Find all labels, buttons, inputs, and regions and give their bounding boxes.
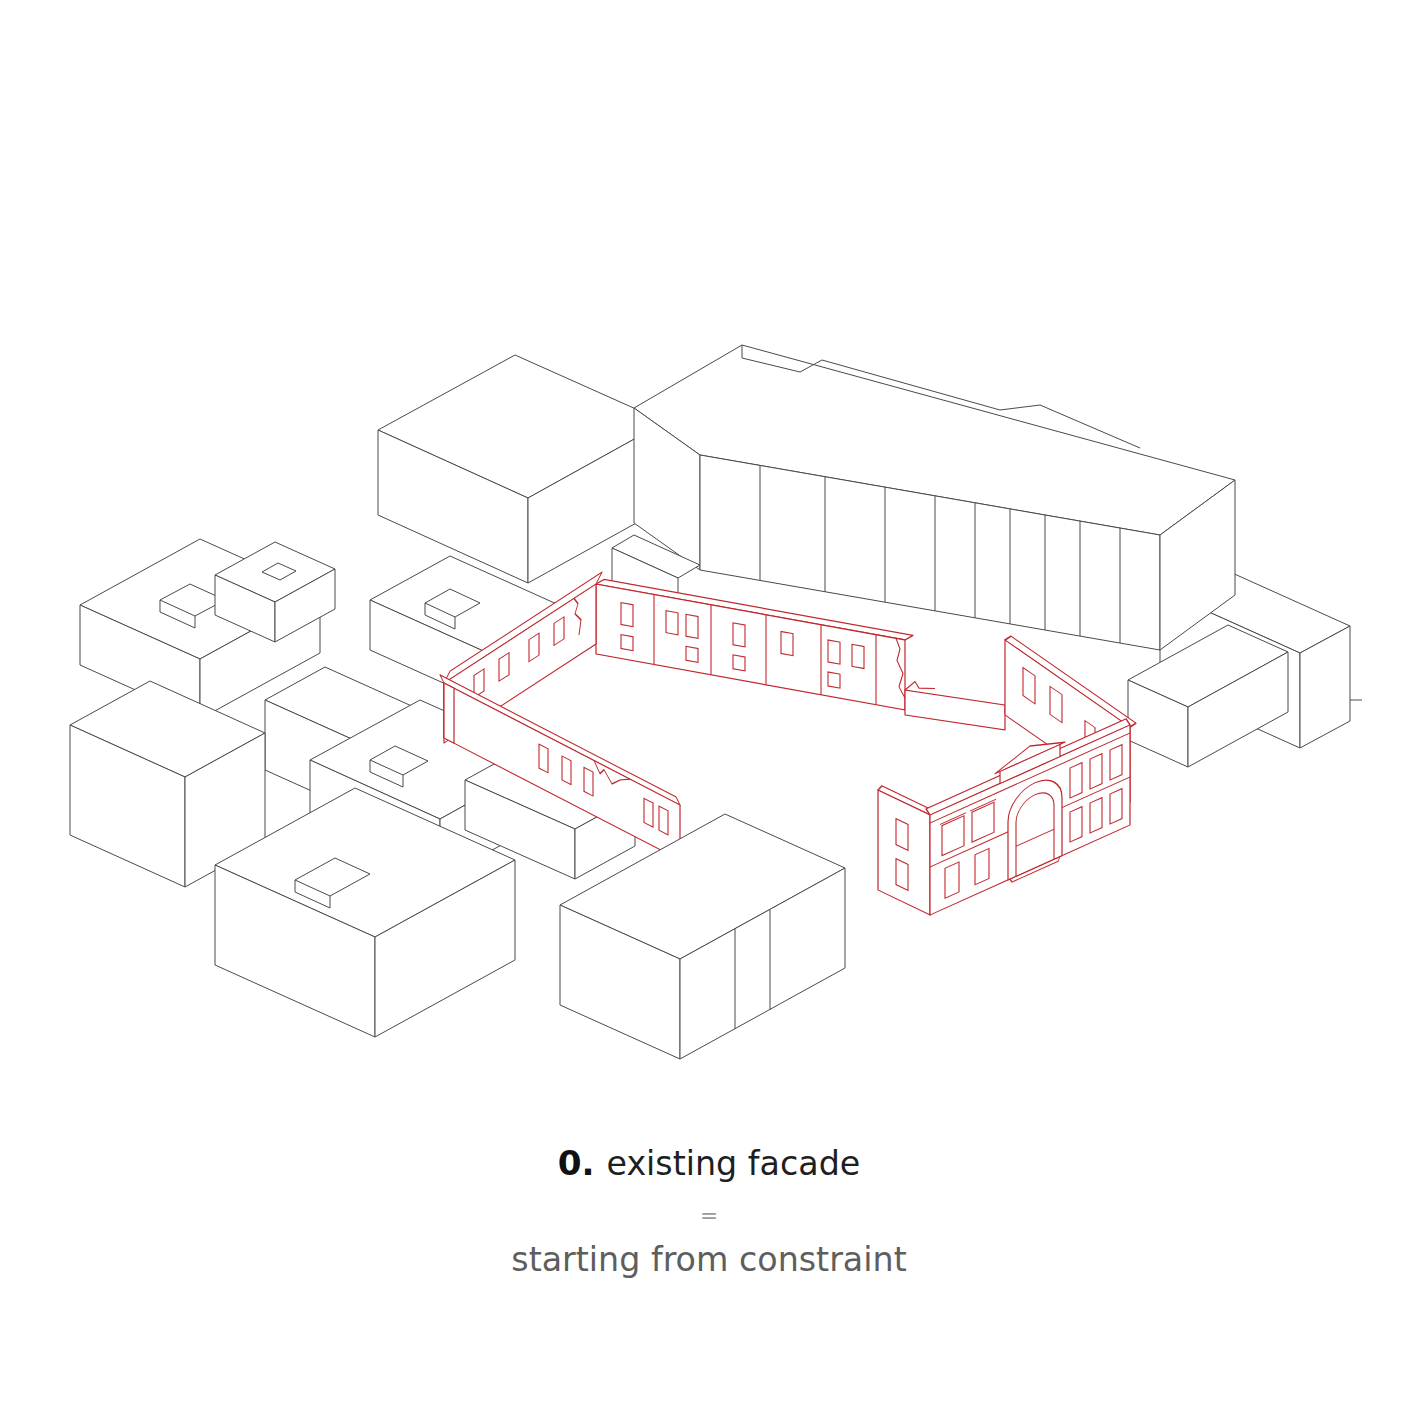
context-buildings [275, 569, 335, 642]
context-buildings-front [295, 880, 330, 908]
existing-facade [875, 635, 876, 705]
existing-facade [945, 862, 959, 898]
context-buildings [1080, 521, 1081, 636]
existing-facade [781, 631, 793, 655]
existing-facade [1010, 857, 1060, 884]
existing-facade [596, 584, 905, 710]
existing-facade [539, 744, 548, 773]
existing-facade [444, 683, 454, 743]
context-buildings [935, 496, 936, 611]
context-buildings-front [680, 868, 845, 1059]
context-buildings [975, 503, 976, 618]
context-buildings-front [375, 860, 515, 1037]
context-buildings [370, 760, 403, 787]
context-buildings [160, 600, 195, 628]
context-buildings [1188, 652, 1288, 767]
existing-facade [1070, 763, 1082, 798]
equals-sign: = [700, 1203, 718, 1229]
existing-facade [733, 655, 745, 671]
existing-facade [686, 614, 698, 638]
existing-facade [852, 644, 864, 668]
existing-facade [1016, 786, 1054, 876]
context-buildings-front [735, 929, 736, 1029]
existing-facade [710, 605, 711, 675]
step-title: existing facade [606, 1144, 860, 1184]
existing-facade [621, 635, 633, 651]
context-buildings-front [295, 858, 370, 896]
existing-facade [444, 683, 680, 860]
existing-facade [584, 767, 593, 796]
caption-heading-row: 0. existing facade [0, 1143, 1418, 1184]
existing-facade [905, 680, 935, 695]
existing-facade [440, 675, 680, 860]
existing-facade [686, 646, 698, 662]
existing-facade [765, 615, 766, 685]
existing-facade [878, 790, 930, 915]
existing-facade [1110, 745, 1122, 780]
existing-facade [828, 640, 840, 664]
existing-facade [926, 701, 1130, 921]
context-buildings [262, 563, 296, 580]
context-buildings [1010, 509, 1011, 624]
existing-facade [554, 617, 564, 646]
existing-facade [940, 813, 966, 825]
existing-facade [930, 725, 1130, 915]
context-buildings [885, 487, 886, 602]
context-buildings [70, 725, 185, 887]
step-number: 0. [558, 1143, 595, 1184]
existing-facade [975, 848, 989, 884]
caption-subtitle-row: starting from constraint [0, 1240, 1418, 1280]
existing-facade [499, 653, 509, 682]
context-buildings [742, 345, 1140, 448]
existing-facade [574, 594, 581, 639]
existing-facade [905, 680, 1005, 730]
context-buildings [370, 746, 428, 775]
existing-facade [905, 690, 1005, 730]
context-buildings [825, 477, 826, 592]
existing-facade [828, 672, 840, 688]
context-buildings [1160, 480, 1235, 650]
context-buildings [425, 603, 455, 629]
caption-equals-row: = [0, 1203, 1418, 1229]
context-buildings-front [560, 905, 680, 1059]
existing-facade [562, 756, 571, 785]
context-buildings [760, 465, 761, 580]
existing-facade [1016, 829, 1054, 846]
context-buildings [215, 575, 275, 642]
existing-facade [896, 859, 908, 891]
context-buildings [70, 345, 1362, 887]
context-buildings [425, 589, 480, 617]
existing-facade [666, 611, 678, 635]
existing-facade [1000, 745, 1060, 784]
existing-facade [1110, 789, 1122, 824]
context-buildings [1128, 680, 1188, 767]
existing-facade [529, 633, 539, 662]
step-subtitle: starting from constraint [511, 1240, 906, 1280]
context-buildings [1120, 528, 1121, 643]
existing-facade [596, 578, 913, 711]
existing-facade [621, 603, 633, 627]
existing-facade [1050, 686, 1062, 722]
existing-facade [896, 819, 908, 851]
existing-facade [653, 594, 654, 664]
existing-facade [878, 784, 934, 917]
context-buildings-front [215, 865, 375, 1037]
existing-facade [733, 623, 745, 647]
existing-facade [970, 799, 996, 811]
existing-facade [644, 798, 653, 827]
context-buildings-front [215, 788, 845, 1059]
context-buildings [1300, 626, 1350, 748]
existing-facade [1090, 798, 1102, 833]
context-buildings [1045, 515, 1046, 630]
existing-facade [1090, 754, 1102, 789]
existing-facade [1070, 807, 1082, 842]
existing-facade [896, 638, 905, 698]
existing-facade [1023, 668, 1035, 704]
context-buildings [1350, 700, 1362, 701]
context-buildings-front [770, 910, 771, 1010]
existing-facade [594, 761, 630, 794]
existing-facade [820, 625, 821, 695]
existing-facade [659, 806, 668, 835]
